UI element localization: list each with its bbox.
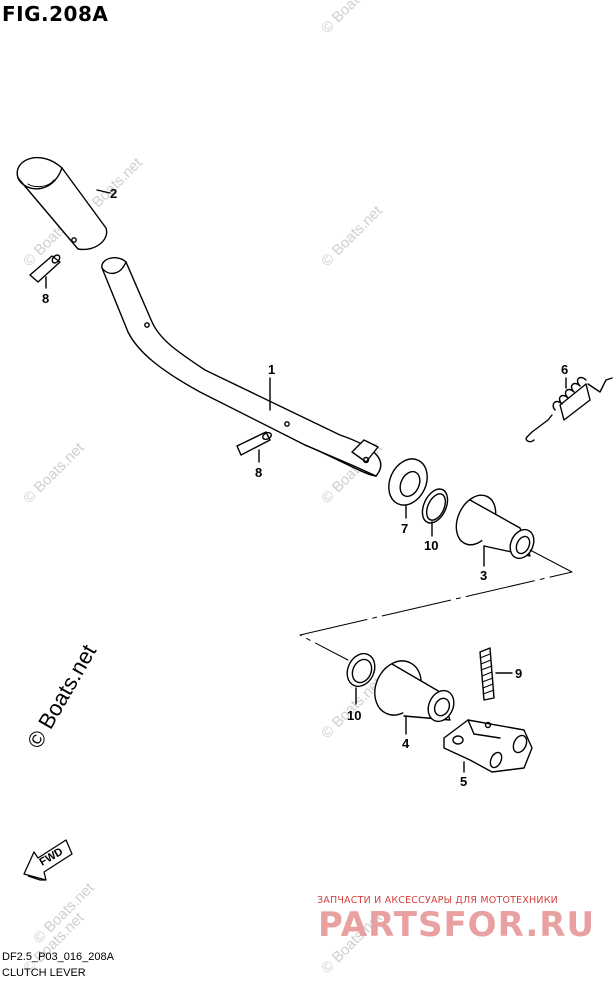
part-label-7: 7 <box>401 521 408 536</box>
part-8-pin-upper <box>29 254 61 283</box>
fwd-arrow-icon: FWD <box>23 839 73 881</box>
part-label-8: 8 <box>42 291 49 306</box>
part-9-bolt <box>479 647 495 701</box>
part-10-oring-lower <box>346 652 376 688</box>
part-label-6: 6 <box>561 362 568 377</box>
part-7-washer <box>388 458 428 506</box>
leader-2 <box>96 189 111 194</box>
part-label-3: 3 <box>480 568 487 583</box>
part-10-oring-upper <box>421 488 449 524</box>
banner-logo: PARTSFOR.RU <box>318 905 596 945</box>
part-5-bracket <box>443 719 533 773</box>
part-label-1: 1 <box>268 362 275 377</box>
part-2-grip <box>16 157 108 251</box>
diagram-subtitle: CLUTCH LEVER <box>2 967 86 979</box>
diagram-code: DF2.5_P03_016_208A <box>2 951 114 963</box>
part-label-8: 8 <box>255 465 262 480</box>
part-label-10: 10 <box>347 708 361 723</box>
part-3-bushing-upper <box>455 494 535 560</box>
part-1-lever <box>101 257 382 477</box>
part-6-spring <box>525 376 613 443</box>
part-label-5: 5 <box>460 774 467 789</box>
part-label-4: 4 <box>402 736 410 751</box>
part-8-pin-lower <box>236 431 272 456</box>
figure-title: FIG.208A <box>2 2 109 26</box>
part-label-2: 2 <box>110 186 117 201</box>
part-4-bushing-lower <box>374 660 455 723</box>
part-label-10: 10 <box>424 538 438 553</box>
alignment-line <box>299 549 573 661</box>
part-label-9: 9 <box>515 666 522 681</box>
banner-tagline: ЗАПЧАСТИ И АКСЕССУАРЫ ДЛЯ МОТОТЕХНИКИ <box>317 895 558 906</box>
